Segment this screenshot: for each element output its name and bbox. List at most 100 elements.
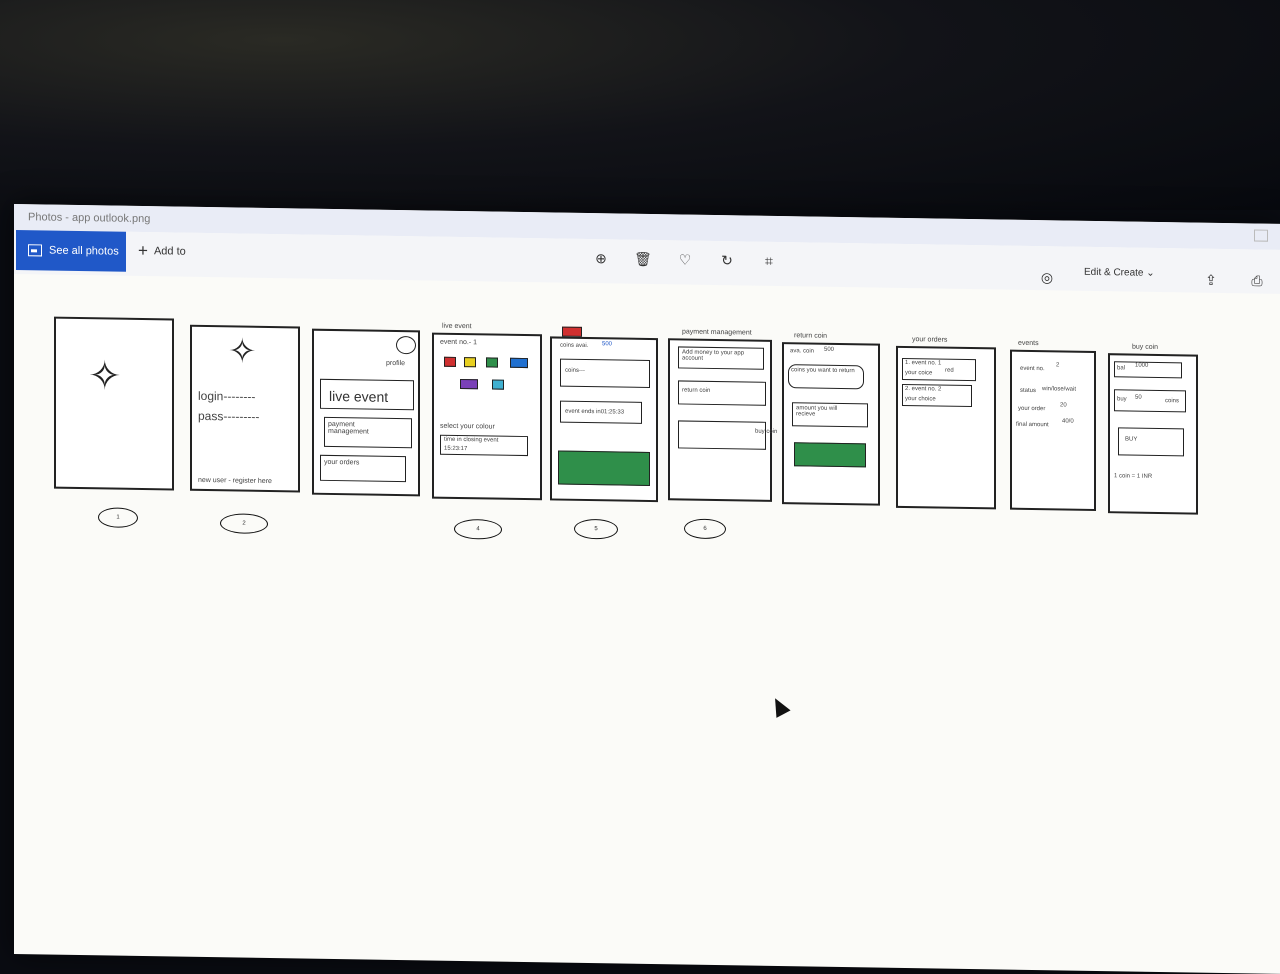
crop-icon[interactable]: ⌗ xyxy=(765,252,773,269)
amount-label: amount you will recieve xyxy=(796,405,838,418)
screen-number-2: 2 xyxy=(220,513,268,534)
share-icon[interactable]: ⇪ xyxy=(1205,271,1217,288)
zoom-in-icon[interactable]: ⊕ xyxy=(595,250,607,267)
order-2-label: 2. event no. 2 xyxy=(905,385,942,393)
return-coin-label: return coin xyxy=(682,387,711,394)
plus-icon: + xyxy=(138,240,148,261)
yellow-swatch xyxy=(464,357,476,368)
heart-icon[interactable]: ♡ xyxy=(678,251,692,268)
mockup-screen-8: 1. event no. 1 your coice red 2. event n… xyxy=(896,345,996,510)
order-label: your order xyxy=(1018,405,1046,413)
buy-button-label: BUY xyxy=(1125,436,1138,443)
coins-avail-label: coins avai. xyxy=(560,342,589,350)
order-1-box: 1. event no. 1 your coice red xyxy=(902,357,976,382)
mockup-screen-1: ✧ xyxy=(54,316,174,491)
ava-coin-value: 500 xyxy=(824,346,835,353)
enhance-icon[interactable]: ◎ xyxy=(1040,269,1054,286)
mockup-screen-3: profile live event payment management yo… xyxy=(312,328,420,497)
cyan-swatch xyxy=(492,379,504,390)
rotate-icon[interactable]: ↻ xyxy=(721,252,733,269)
see-all-photos-label: See all photos xyxy=(49,244,119,258)
event-ends-label: event ends in01:25:33 xyxy=(565,408,625,416)
buy-input-box: buy 50 coins xyxy=(1114,389,1186,413)
blue-swatch xyxy=(510,357,528,369)
purple-swatch xyxy=(460,379,478,390)
screen-number-1: 1 xyxy=(98,507,138,528)
maximize-icon[interactable] xyxy=(1254,229,1268,242)
photos-icon xyxy=(28,244,42,257)
event-ends-box: event ends in01:25:33 xyxy=(560,400,642,424)
green-swatch xyxy=(486,357,498,368)
place-order-button xyxy=(558,450,650,486)
star-logo-icon: ✧ xyxy=(228,332,257,371)
orders-label: your orders xyxy=(324,458,360,467)
order-1-value: red xyxy=(945,367,954,374)
status-label: status xyxy=(1020,387,1037,395)
amount-box: amount you will recieve xyxy=(792,402,868,428)
return-coin-box: return coin xyxy=(678,380,766,406)
screen-number-4: 4 xyxy=(454,518,502,540)
screen-8-header: your orders xyxy=(912,336,948,344)
coins-input-box: coins--- xyxy=(560,358,650,388)
add-to-label: Add to xyxy=(153,245,186,258)
final-value: 40/0 xyxy=(1062,418,1074,425)
live-event-label: live event xyxy=(329,387,389,405)
screen-number-5: 5 xyxy=(574,518,618,540)
coins-label: coins--- xyxy=(565,367,586,374)
mockup-screen-7: ava. coin 500 coins you want to return a… xyxy=(782,342,880,506)
print-icon[interactable]: ⎙ xyxy=(1251,272,1263,289)
screen-7-header: return coin xyxy=(794,332,828,340)
orders-box: your orders xyxy=(320,454,406,483)
payment-box: payment management xyxy=(324,416,412,449)
add-money-box: Add money to your app account xyxy=(678,346,764,370)
mockup-screen-10: bal 1000 buy 50 coins BUY 1 coin = 1 INR xyxy=(1108,353,1198,515)
coins-return-label: coins you want to return xyxy=(791,367,855,375)
coins-unit: coins xyxy=(1165,398,1180,405)
order-1-label: 1. event no. 1 xyxy=(905,359,942,367)
delete-icon[interactable]: 🗑 xyxy=(634,250,652,268)
pass-field: pass--------- xyxy=(198,408,260,424)
closing-label: time in closing event xyxy=(444,436,499,444)
login-field: login-------- xyxy=(198,388,256,404)
payment-label: payment management xyxy=(328,420,369,436)
red-swatch xyxy=(444,356,456,367)
add-to-button[interactable]: + Add to xyxy=(138,240,186,261)
red-header-swatch xyxy=(562,326,582,337)
buy-coin-label: buy coin xyxy=(755,428,778,435)
order-1-choice: your coice xyxy=(905,369,933,377)
order-value: 20 xyxy=(1060,402,1067,409)
see-all-photos-button[interactable]: See all photos xyxy=(16,230,126,272)
closing-time-box: time in closing event 15:23:17 xyxy=(440,434,528,457)
closing-time: 15:23:17 xyxy=(444,445,468,453)
photos-window: Photos - app outlook.png See all photos … xyxy=(14,204,1280,974)
star-logo-icon: ✧ xyxy=(88,354,122,399)
image-canvas: ✧ ✧ login-------- pass--------- new user… xyxy=(14,294,1280,974)
profile-avatar xyxy=(396,336,416,355)
screen-6-header: payment management xyxy=(682,328,752,337)
screen-4-header: live event xyxy=(442,322,472,331)
edit-create-label: Edit & Create xyxy=(1084,266,1144,279)
profile-label: profile xyxy=(386,359,406,368)
ava-coin-label: ava. coin xyxy=(790,348,815,355)
mockup-screen-5: coins avai. 500 coins--- event ends in01… xyxy=(550,336,658,503)
screen-9-header: events xyxy=(1018,339,1039,348)
order-2-choice: your choice xyxy=(905,395,936,403)
buy-label: buy xyxy=(1117,396,1127,403)
mockup-screen-4: event no.- 1 select your colour time in … xyxy=(432,332,542,501)
background-room xyxy=(0,0,1280,210)
buy-coin-box: buy coin xyxy=(678,420,777,450)
mockup-screen-6: Add money to your app account return coi… xyxy=(668,338,777,502)
rate-label: 1 coin = 1 INR xyxy=(1114,473,1153,480)
event-no-label: event no. xyxy=(1020,365,1045,373)
mockup-screen-9: event no. 2 status win/lose/wait your or… xyxy=(1010,349,1096,511)
mockup-screen-2: ✧ login-------- pass--------- new user -… xyxy=(190,324,300,493)
event-no-value: 2 xyxy=(1056,362,1060,369)
screen-number-6: 6 xyxy=(684,518,726,540)
event-no-label: event no.- 1 xyxy=(440,338,477,347)
bal-value: 1000 xyxy=(1135,362,1149,369)
live-event-box: live event xyxy=(320,378,414,411)
buy-value: 50 xyxy=(1135,394,1142,401)
screen-10-header: buy coin xyxy=(1132,343,1159,351)
edit-create-button[interactable]: Edit & Create ⌄ xyxy=(1084,266,1155,279)
status-value: win/lose/wait xyxy=(1042,386,1077,393)
